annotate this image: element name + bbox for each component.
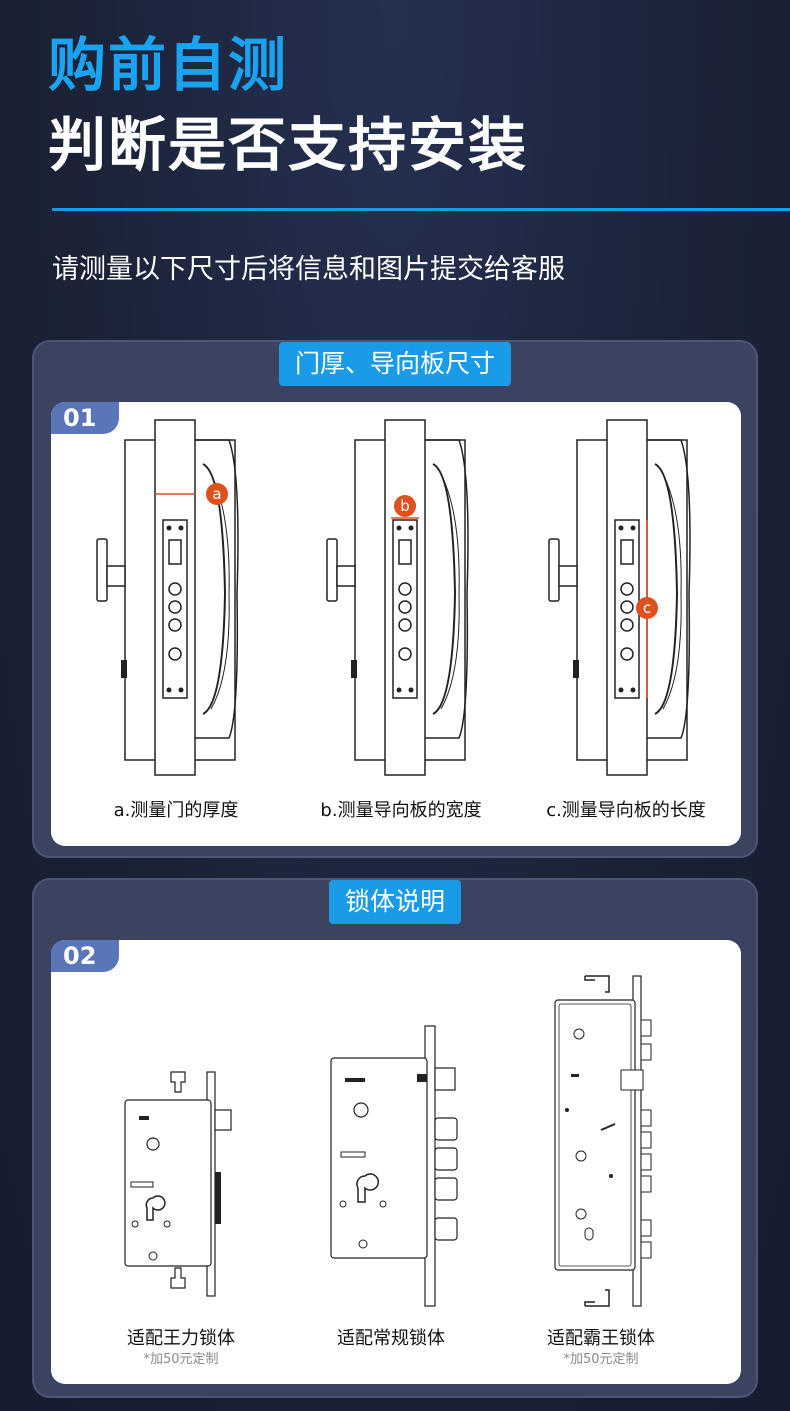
section-lock-body: 锁体说明 02 xyxy=(32,878,758,1398)
marker-c: c xyxy=(643,599,651,617)
door-diagram-c: c xyxy=(548,419,691,776)
door-diagram-a: a xyxy=(96,419,239,776)
caption-standard: 适配常规锁体 xyxy=(337,1328,445,1349)
caption-a: a.测量门的厚度 xyxy=(113,800,239,821)
marker-a: a xyxy=(212,485,221,503)
measure-card: 01 a xyxy=(51,402,741,846)
title-line1: 购前自测 xyxy=(48,31,289,99)
caption-c: c.测量导向板的长度 xyxy=(546,800,706,821)
title-line2: 判断是否支持安装 xyxy=(48,111,529,179)
caption-wangli: 适配王力锁体 xyxy=(127,1328,235,1349)
section-door-guide: 门厚、导向板尺寸 01 a xyxy=(32,340,758,858)
caption-bawang: 适配霸王锁体 xyxy=(547,1328,655,1349)
lock-diagram-standard xyxy=(330,1025,458,1307)
lock-diagram-wangli xyxy=(124,1071,232,1297)
section-tag: 锁体说明 xyxy=(328,880,462,924)
lock-card: 02 xyxy=(51,940,741,1384)
divider xyxy=(52,208,790,211)
section-number: 02 xyxy=(51,940,119,972)
note-wangli: *加50元定制 xyxy=(143,1352,219,1367)
instruction-text: 请测量以下尺寸后将信息和图片提交给客服 xyxy=(52,254,565,285)
door-diagram-b: b xyxy=(326,419,469,776)
lock-diagram-bawang xyxy=(554,975,652,1307)
section-number: 01 xyxy=(51,402,119,434)
marker-b: b xyxy=(400,497,410,515)
note-bawang: *加50元定制 xyxy=(563,1352,639,1367)
caption-b: b.测量导向板的宽度 xyxy=(320,800,482,821)
section-tag: 门厚、导向板尺寸 xyxy=(278,342,512,386)
